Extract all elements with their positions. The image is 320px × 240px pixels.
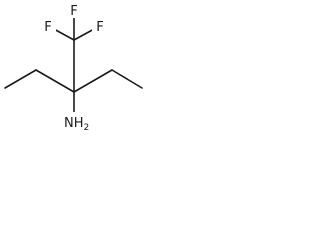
bond-center-right-ch2 xyxy=(73,69,113,93)
fluorine-left-label: F xyxy=(44,20,51,35)
fluorine-right-label: F xyxy=(96,20,103,35)
amine-label: NH2 xyxy=(64,116,89,133)
f-left-bg xyxy=(40,18,56,34)
amine-bg xyxy=(60,112,92,132)
molecule-structure: F F F NH2 xyxy=(4,2,143,133)
f-top-bg xyxy=(66,2,82,18)
bond-left-ch2-ch3 xyxy=(4,69,37,89)
amine-subscript: 2 xyxy=(84,123,90,133)
fluorine-top-label: F xyxy=(70,4,77,19)
f-right-bg xyxy=(92,18,108,34)
bond-right-ch2-ch3 xyxy=(111,69,143,89)
amine-main-text: NH xyxy=(64,116,84,131)
bond-center-left-ch2 xyxy=(35,69,75,93)
structure-canvas: F F F NH2 xyxy=(0,0,146,140)
